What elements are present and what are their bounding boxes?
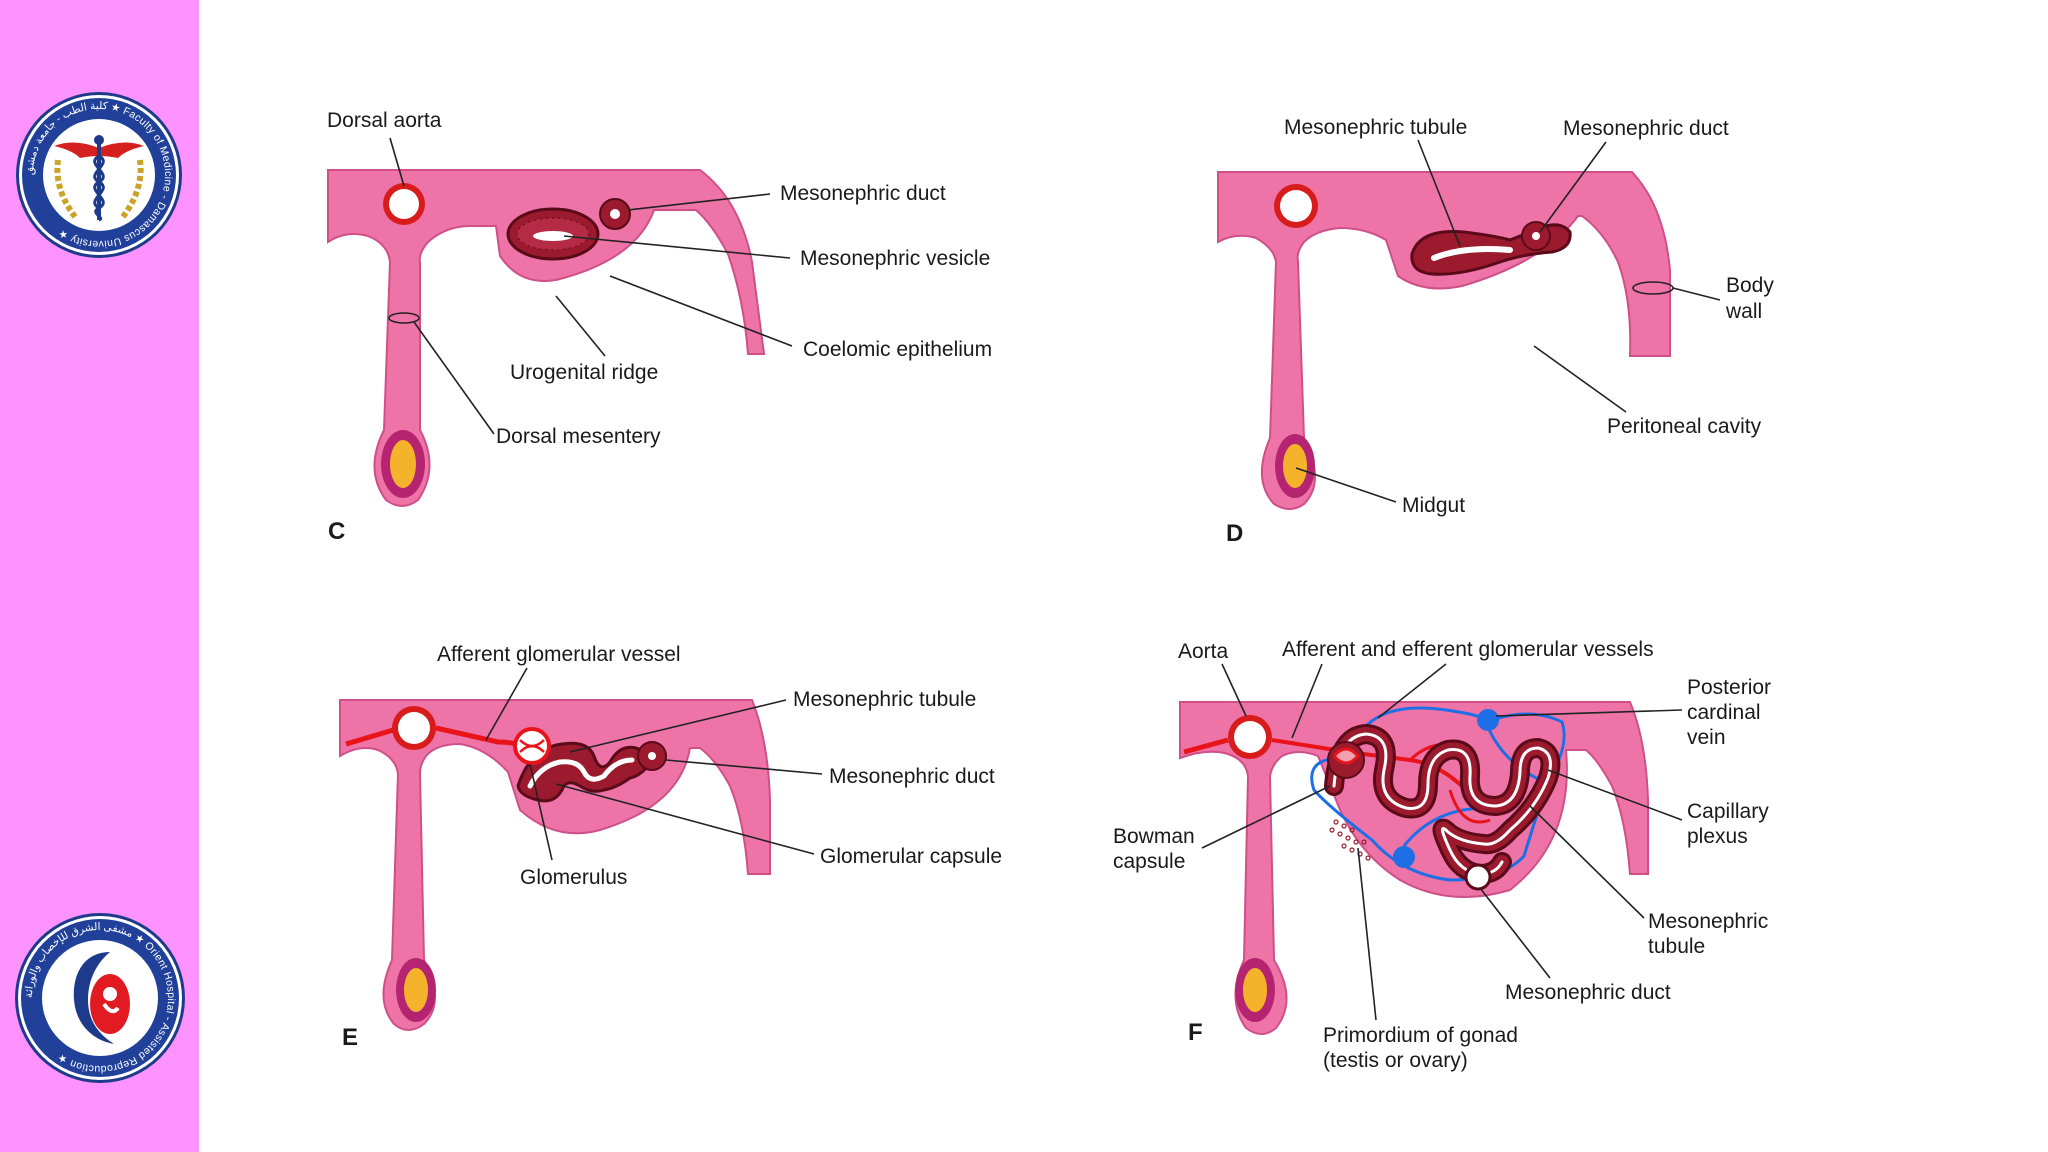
label-mesonephric-tubule-e: Mesonephric tubule [793,688,976,711]
label-capillary-plexus-1: Capillary [1687,800,1769,823]
label-coelomic-epithelium: Coelomic epithelium [803,338,992,361]
label-bowman-capsule-1: Bowman [1113,825,1195,848]
label-mesonephric-duct-f: Mesonephric duct [1505,981,1671,1004]
panel-c: Dorsal aorta Mesonephric duct Mesonephri… [327,109,992,545]
panel-e-embryo-section [339,699,771,1031]
panel-letter-f: F [1188,1019,1203,1046]
label-capillary-plexus-2: plexus [1687,825,1748,848]
panel-d-embryo-section [1217,171,1674,510]
label-mesonephric-tubule-f-2: tubule [1648,935,1705,958]
label-posterior-cardinal-2: cardinal [1687,701,1761,724]
label-bowman-capsule-2: capsule [1113,850,1185,873]
panel-letter-e: E [342,1024,358,1051]
label-dorsal-aorta: Dorsal aorta [327,109,442,132]
panel-f-embryo-section [1179,701,1649,1035]
label-posterior-cardinal-1: Posterior [1687,676,1771,699]
label-mesonephric-duct-e: Mesonephric duct [829,765,995,788]
label-afferent-efferent-vessels: Afferent and efferent glomerular vessels [1282,638,1654,661]
label-midgut: Midgut [1402,494,1465,517]
label-mesonephric-duct-d: Mesonephric duct [1563,117,1729,140]
label-body-wall-1: Body [1726,274,1774,297]
faculty-logo: كلية الطب - جامعة دمشق ★ Faculty of Medi… [16,92,182,258]
label-peritoneal-cavity: Peritoneal cavity [1607,415,1762,438]
panel-letter-d: D [1226,520,1243,547]
label-afferent-glomerular-vessel: Afferent glomerular vessel [437,643,681,666]
panel-f: Aorta Afferent and efferent glomerular v… [1113,638,1771,1072]
label-primordium-gonad-2: (testis or ovary) [1323,1049,1468,1072]
label-mesonephric-tubule-d: Mesonephric tubule [1284,116,1467,139]
label-primordium-gonad-1: Primordium of gonad [1323,1024,1518,1047]
label-posterior-cardinal-3: vein [1687,726,1726,749]
panel-c-embryo-section [327,169,766,507]
label-glomerulus: Glomerulus [520,866,627,889]
panel-d: Mesonephric tubule Mesonephric duct Body… [1217,116,1774,547]
panel-letter-c: C [328,518,345,545]
label-dorsal-mesentery: Dorsal mesentery [496,425,661,448]
label-urogenital-ridge: Urogenital ridge [510,361,658,384]
label-body-wall-2: wall [1725,300,1762,323]
orient-hospital-logo: مشفى الشرق للإخصاب والوراثة ★ Orient Hos… [15,913,185,1083]
label-glomerular-capsule: Glomerular capsule [820,845,1002,868]
label-mesonephric-duct-c: Mesonephric duct [780,182,946,205]
panel-e: Afferent glomerular vessel Mesonephric t… [339,643,1002,1051]
label-mesonephric-tubule-f-1: Mesonephric [1648,910,1768,933]
label-aorta: Aorta [1178,640,1229,663]
label-mesonephric-vesicle: Mesonephric vesicle [800,247,990,270]
